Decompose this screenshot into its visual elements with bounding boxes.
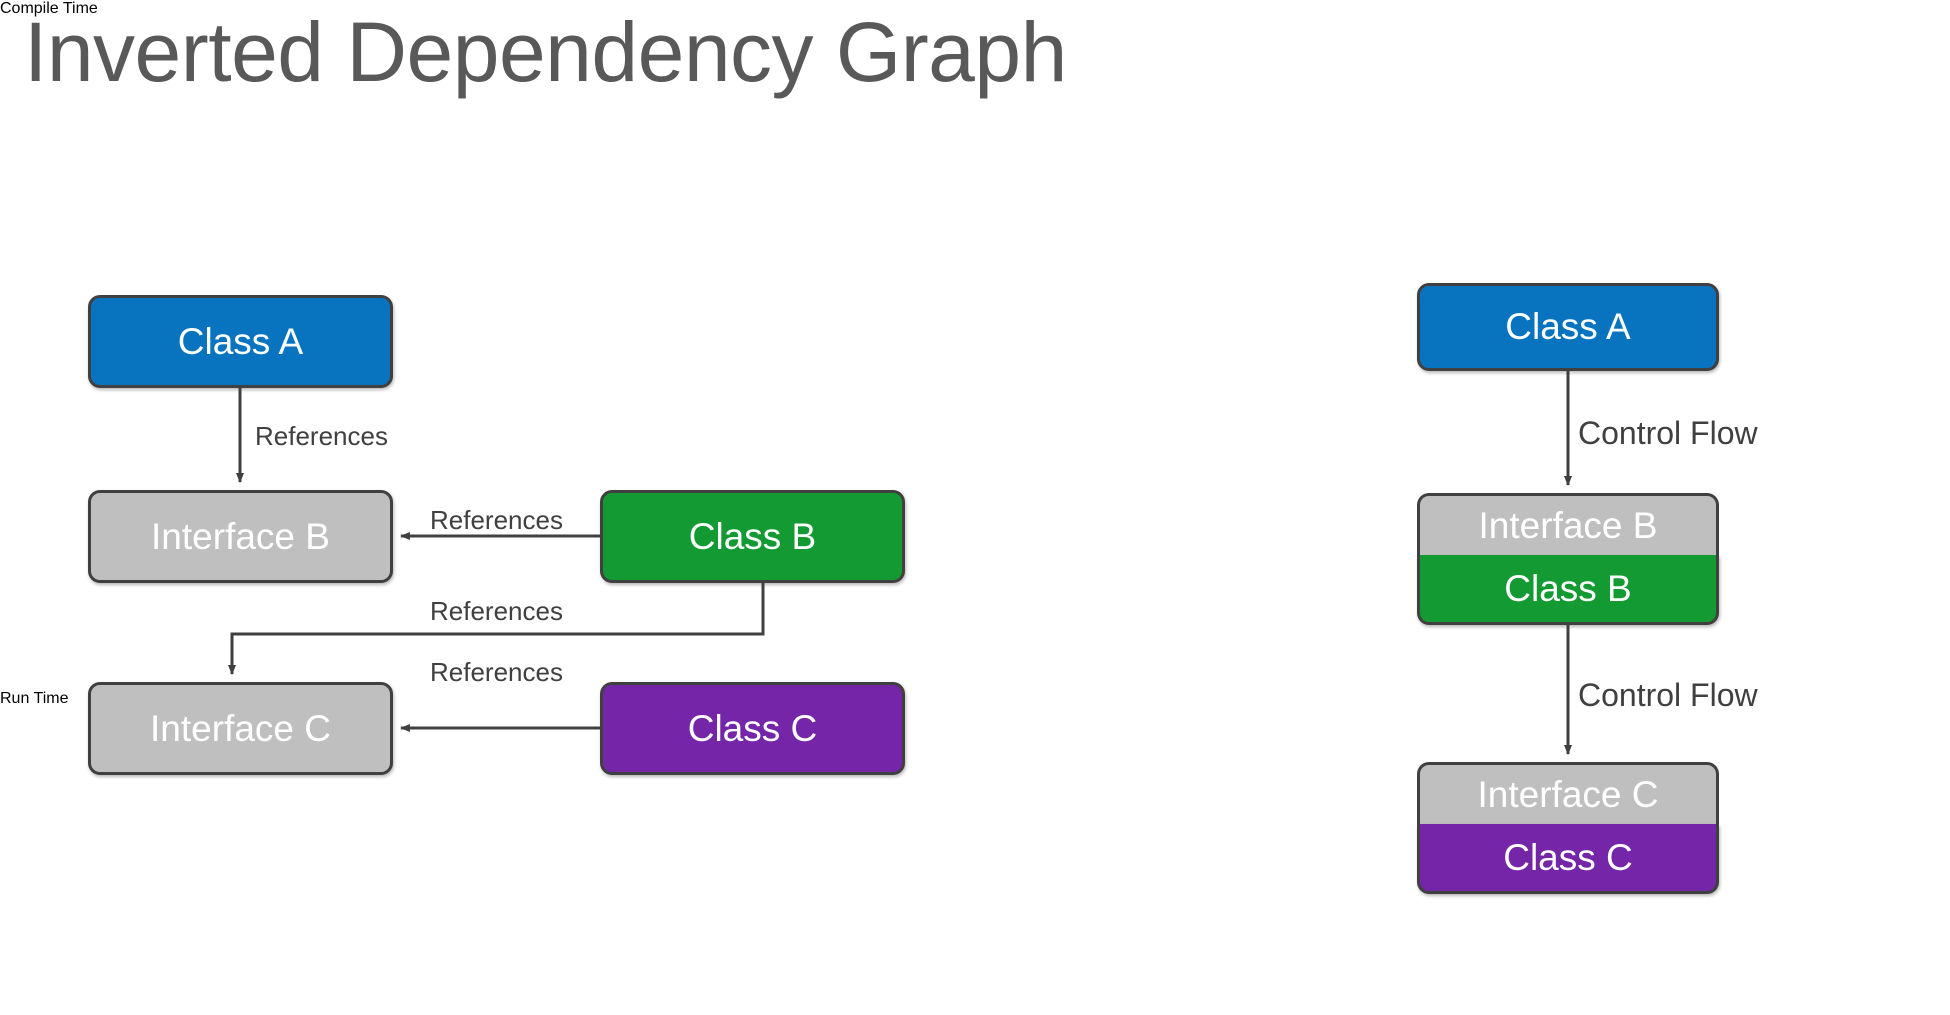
run-node-interface-c[interactable]: Interface C [1417,762,1719,824]
compile-node-class-b[interactable]: Class B [600,490,905,583]
compile-time-caption: Compile Time [0,0,98,17]
edge-label-class-b-to-interface-b: References [430,505,563,535]
run-node-interface-b[interactable]: Interface B [1417,493,1719,555]
edge-label-run-class-b-to-interface-c: Control Flow [1578,677,1758,713]
run-time-caption: Run Time [0,690,69,707]
edge-label-class-a-to-interface-b: References [255,421,388,451]
edge-label-run-class-a-to-interface-b: Control Flow [1578,415,1758,451]
compile-node-interface-b[interactable]: Interface B [88,490,393,583]
run-node-class-b[interactable]: Class B [1417,555,1719,625]
edge-label-class-c-to-interface-c: References [430,657,563,687]
run-node-class-a[interactable]: Class A [1417,283,1719,371]
edge-label-class-b-to-interface-c: References [430,596,563,626]
run-node-class-c[interactable]: Class C [1417,824,1719,894]
compile-node-interface-c[interactable]: Interface C [88,682,393,775]
page-title: Inverted Dependency Graph [24,5,1067,99]
compile-node-class-c[interactable]: Class C [600,682,905,775]
compile-node-class-a[interactable]: Class A [88,295,393,388]
